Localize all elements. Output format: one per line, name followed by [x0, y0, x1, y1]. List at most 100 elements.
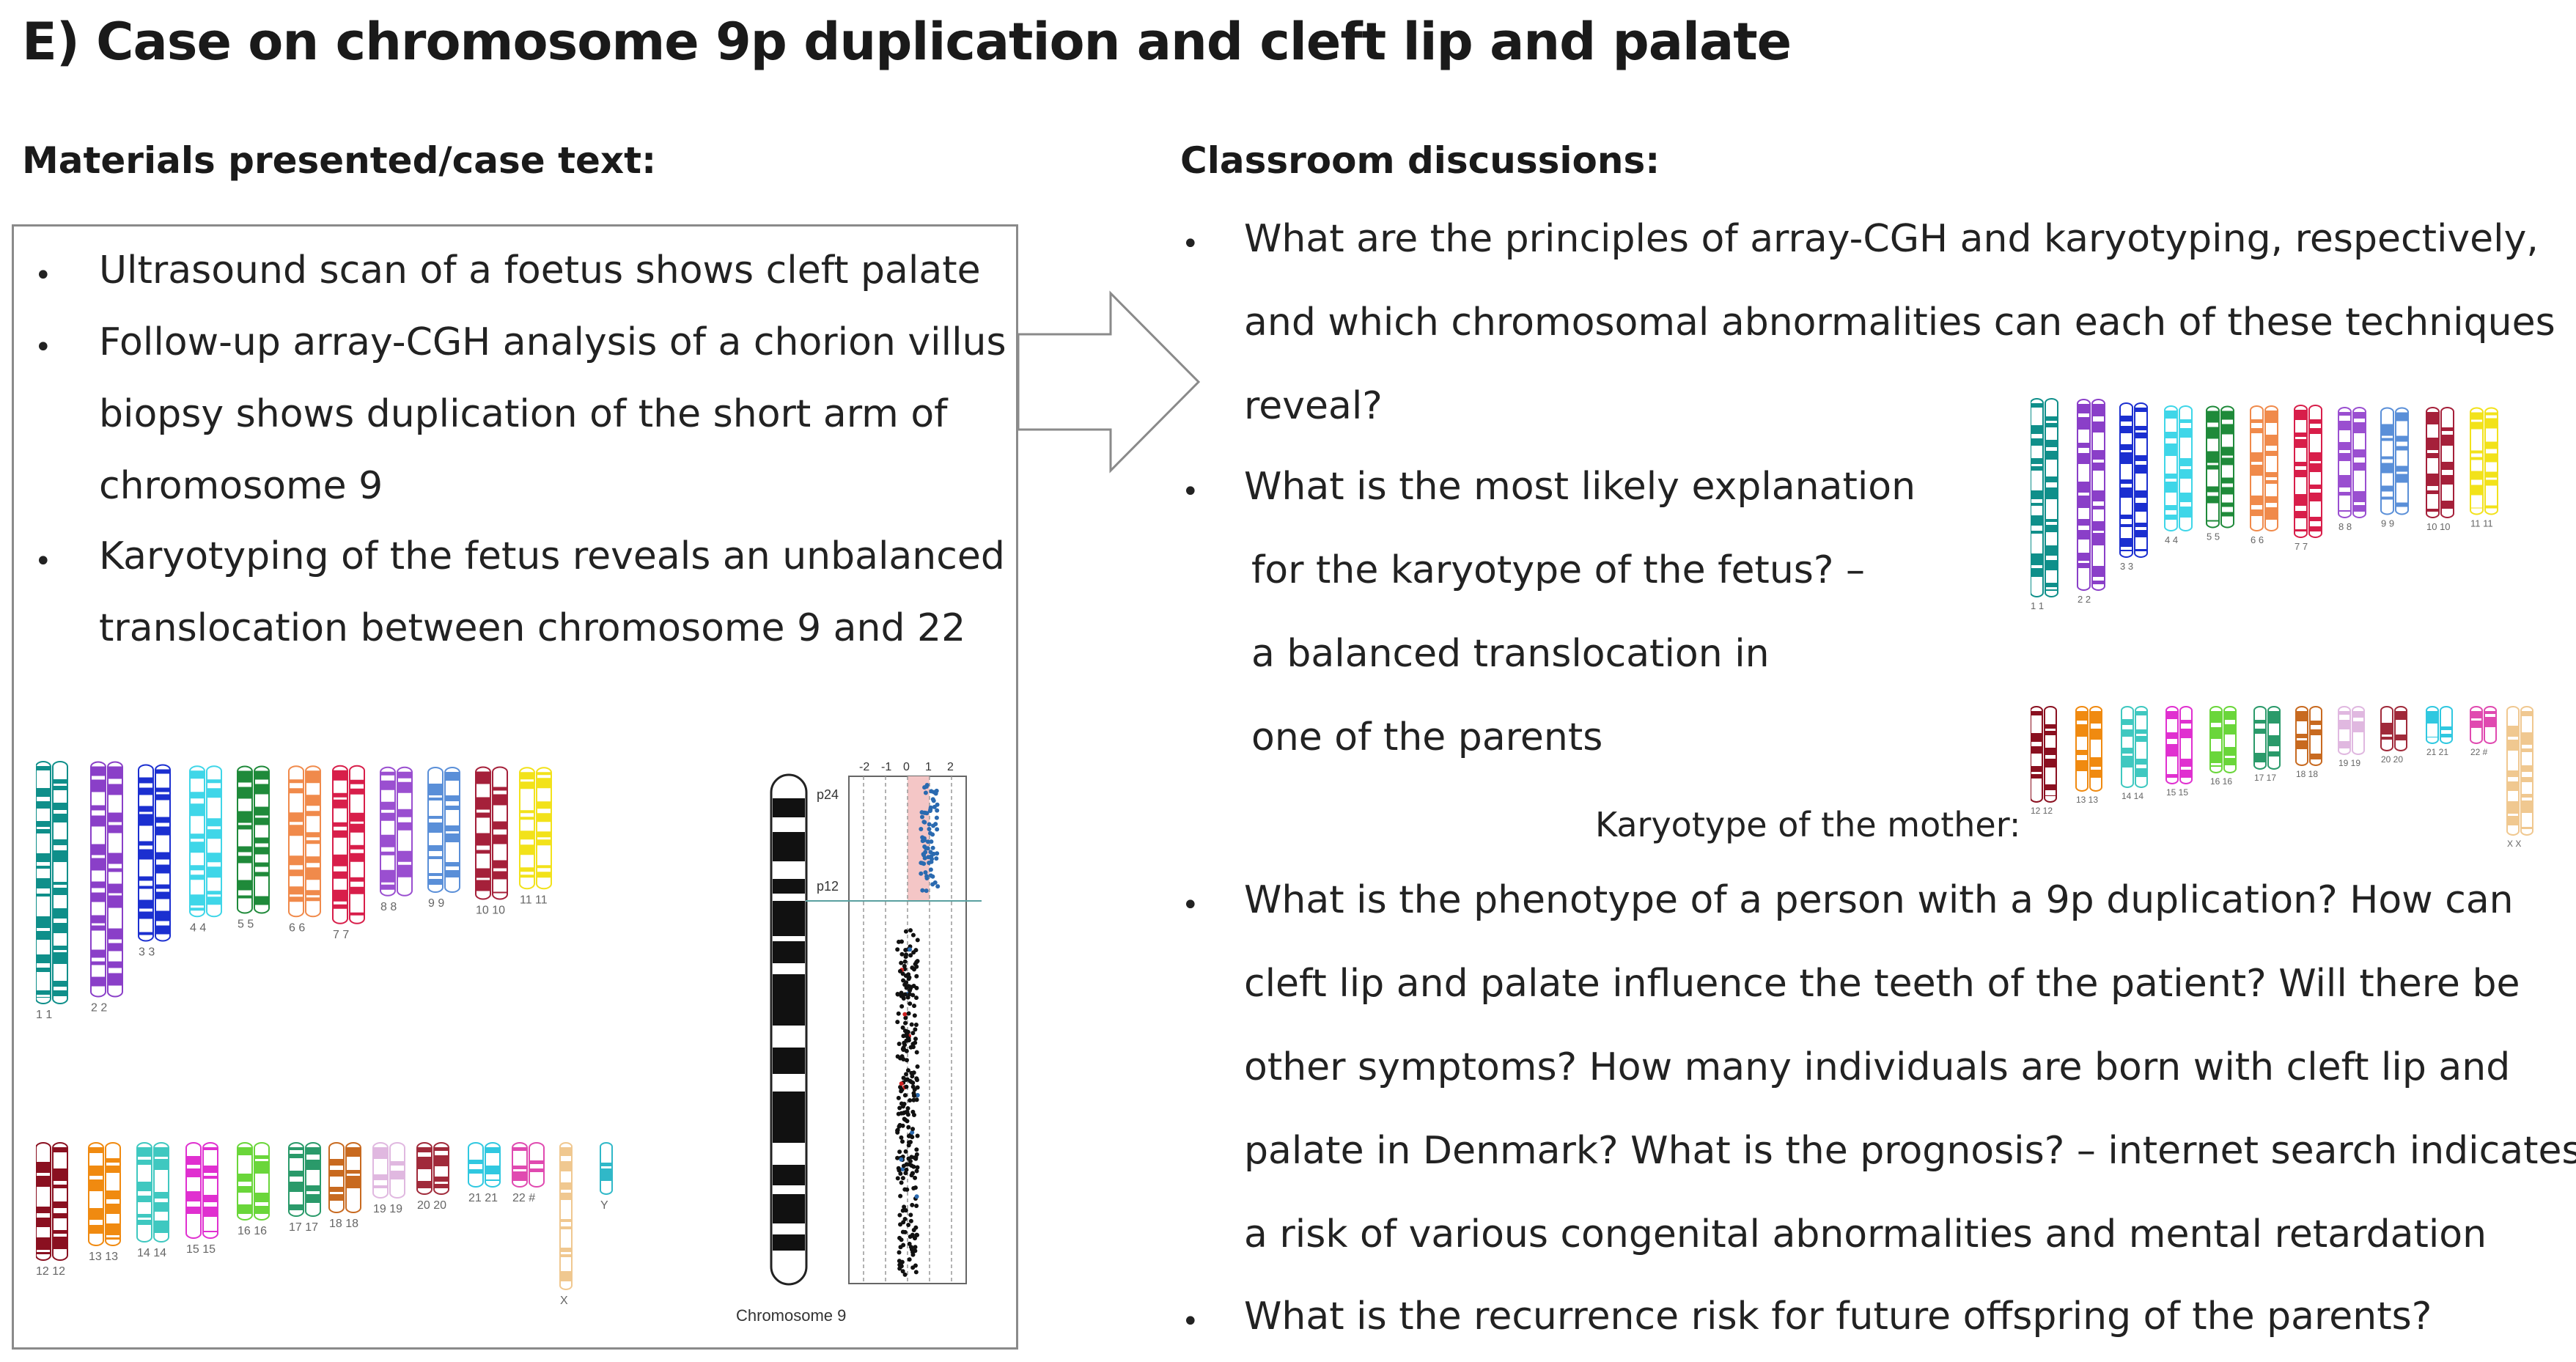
chromosome-label: 16 16	[238, 1225, 267, 1237]
chromosome-label: 22 #	[512, 1192, 535, 1204]
chromosome-pair: 22 #	[2470, 706, 2497, 757]
chromosome-label: 15 15	[2166, 787, 2188, 798]
band-label-p24: p24	[817, 787, 839, 802]
mother-karyotype-image: 12 12 13 13 14 14 15 15 16 16 17 17 18 18 19 19…	[2031, 706, 2533, 849]
bullet-line: Ultrasound scan of a foetus shows cleft …	[99, 249, 981, 292]
chromosome-label: 3 3	[2120, 561, 2133, 572]
chromosome-label: 20 20	[417, 1199, 446, 1212]
chromosome-label: 5 5	[2207, 531, 2220, 542]
question-line: palate in Denmark? What is the prognosis…	[1244, 1129, 2576, 1173]
chromosome-label: 14 14	[2121, 791, 2143, 801]
chromosome-pair: 13 13	[2075, 706, 2102, 805]
bullet-dot: •	[1182, 227, 1199, 261]
chromosome-label: 2 2	[91, 1002, 107, 1015]
chromosome-label: 8 8	[2338, 521, 2352, 532]
axis-tick-label: 0	[903, 761, 910, 773]
chromosome-label: 13 13	[2076, 795, 2098, 805]
chromosome-label: 14 14	[137, 1247, 166, 1259]
chromosome-label: 6 6	[289, 921, 305, 934]
bullet-line: Follow-up array-CGH analysis of a chorio…	[99, 320, 1007, 364]
chromosome-pair: 10 10	[475, 766, 508, 917]
chromosome-pair: 1 1	[36, 761, 68, 1021]
bullet-line: chromosome 9	[99, 464, 383, 508]
chromosome-pair: 11 11	[2470, 407, 2498, 529]
axis-tick-label: 1	[925, 761, 932, 773]
chromosome-pair: 15 15	[2165, 706, 2193, 798]
bullet-dot: •	[1182, 475, 1199, 509]
bullet-dot: •	[1182, 888, 1199, 922]
chromosome-pair: 10 10	[2426, 407, 2454, 532]
chromosome-label: 13 13	[89, 1251, 118, 1263]
chromosome-pair: 9 9	[2380, 407, 2409, 529]
chromosome-label: 1 1	[2031, 600, 2044, 611]
question-line: other symptoms? How many individuals are…	[1244, 1045, 2511, 1089]
chromosome-pair: 9 9	[427, 767, 460, 910]
chromosome-pair: 4 4	[2164, 405, 2193, 545]
question-line: and which chromosomal abnormalities can …	[1244, 301, 2555, 345]
chromosome-pair: 8 8	[2338, 407, 2366, 532]
chromosome-pair: 1 1	[2031, 398, 2058, 611]
chromosome-label: 17 17	[2254, 773, 2276, 783]
chromosome-label: 8 8	[380, 901, 397, 913]
axis-tick-label: -1	[881, 761, 891, 773]
chromosome-pair: 2 2	[2077, 399, 2105, 605]
chromosome-pair: 6 6	[2250, 405, 2278, 545]
chromosome-pair: 15 15	[185, 1142, 218, 1256]
chromosome-pair: 5 5	[237, 765, 270, 931]
chromosome-label: 7 7	[2295, 541, 2308, 552]
chromosome-pair: 19 19	[372, 1142, 405, 1215]
chromosome-9-caption: Chromosome 9	[736, 1306, 846, 1325]
chromosome-pair: 16 16	[2209, 706, 2237, 787]
chromosome-pair: Y	[600, 1142, 613, 1212]
chromosome-label: 11 11	[520, 894, 548, 906]
chromosome-pair: 17 17	[288, 1142, 321, 1234]
chromosome-label: 5 5	[238, 919, 254, 931]
chromosome-pair: 18 18	[328, 1142, 361, 1230]
question-line: one of the parents	[1251, 715, 1603, 759]
chromosome-label: 18 18	[2296, 769, 2318, 779]
chromosome-pair: 12 12	[2031, 706, 2057, 816]
bullet-dot: •	[34, 259, 52, 292]
chromosome-label: 22 #	[2470, 747, 2488, 757]
case-box: • Ultrasound scan of a foetus shows clef…	[12, 224, 1018, 1350]
chromosome-pair: 18 18	[2295, 706, 2322, 779]
bullet-dot: •	[34, 331, 52, 364]
chromosome-pair: 13 13	[88, 1142, 121, 1263]
chromosome-pair: 21 21	[468, 1142, 501, 1204]
chromosome-label: 11 11	[2470, 518, 2493, 529]
mother-karyotype-caption: Karyotype of the mother:	[1595, 805, 2021, 844]
chromosome-pair: 2 2	[90, 761, 123, 1015]
chromosome-pair: 16 16	[237, 1142, 270, 1237]
chromosome-label: X X	[2507, 839, 2521, 849]
bullet-line: translocation between chromosome 9 and 2…	[99, 606, 966, 650]
chromosome-label: 3 3	[139, 946, 155, 959]
chromosome-pair: 21 21	[2426, 706, 2453, 757]
chromosome-label: 6 6	[2251, 534, 2264, 545]
chromosome-pair: 12 12	[36, 1142, 68, 1278]
chromosome-label: 19 19	[373, 1203, 402, 1215]
chromosome-label: 19 19	[2338, 758, 2360, 768]
question-line: What are the principles of array-CGH and…	[1244, 217, 2539, 261]
chromosome-label: 9 9	[2381, 518, 2394, 529]
chromosome-pair: 14 14	[136, 1142, 169, 1259]
chromosome-label: Y	[600, 1199, 608, 1212]
chromosome-pair: 6 6	[288, 765, 321, 934]
question-line: for the karyotype of the fetus? –	[1251, 548, 1866, 592]
bullet-line: biopsy shows duplication of the short ar…	[99, 392, 948, 436]
chromosome-pair: X X	[2506, 706, 2533, 849]
chromosome-label: 16 16	[2210, 776, 2232, 787]
chromosome-pair: 7 7	[332, 765, 365, 941]
bullet-dot: •	[34, 545, 52, 578]
chromosome-pair: 8 8	[380, 766, 413, 913]
chromosome-pair: 3 3	[2119, 402, 2148, 572]
chromosome-pair: 17 17	[2253, 706, 2281, 783]
question-line: What is the recurrence risk for future o…	[1244, 1295, 2432, 1339]
discussion-heading: Classroom discussions:	[1180, 139, 1660, 182]
question-line: What is the phenotype of a person with a…	[1244, 878, 2514, 922]
chromosome-pair: 7 7	[2294, 405, 2322, 552]
chromosome-label: 12 12	[36, 1265, 65, 1278]
chromosome-label: 21 21	[2426, 747, 2448, 757]
question-line: a balanced translocation in	[1251, 632, 1770, 676]
